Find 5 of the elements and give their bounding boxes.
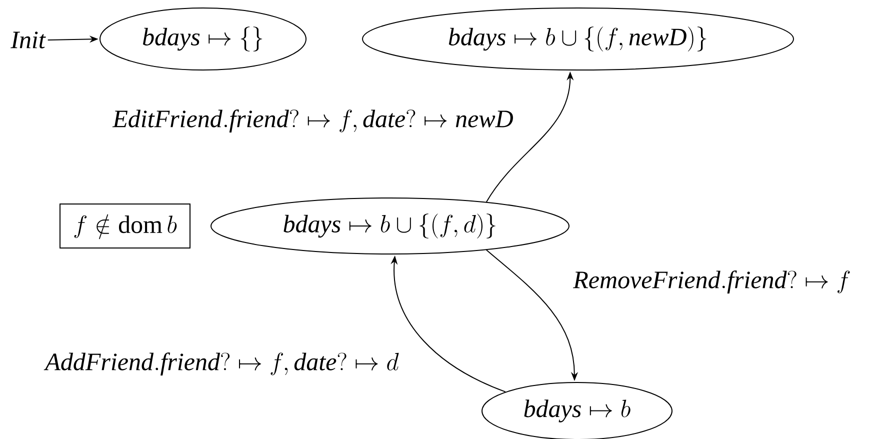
- edge-label: $\mathit{RemoveFriend.friend?} \mapsto f$: [572, 270, 852, 294]
- condition-box: $f \notin \operatorname{dom} b$: [60, 204, 190, 248]
- edge-label: $\mathit{AddFriend.friend?} \mapsto f, \mathit{date?} \mapsto d$: [44, 352, 400, 376]
- edge-label: $\mathit{EditFriend.friend?} \mapsto f, \mathit{date?} \mapsto \mathit{newD}$: [112, 108, 514, 134]
- initial-label: $\mathit{Init}$: [10, 32, 46, 48]
